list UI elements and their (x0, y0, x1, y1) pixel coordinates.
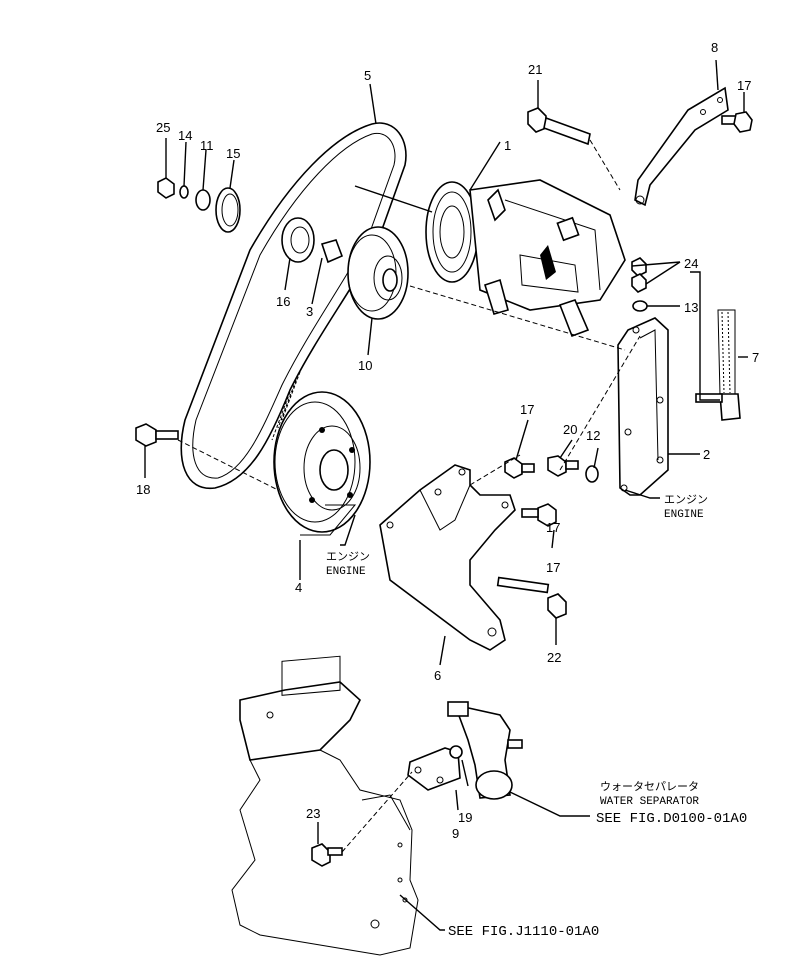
engine-note-left-jp: エンジン (326, 551, 370, 564)
label-3: 3 (306, 304, 313, 319)
engine-note-right-jp: エンジン (664, 494, 708, 507)
label-16: 16 (276, 294, 290, 309)
label-7: 7 (752, 350, 759, 365)
bolt-21 (527, 107, 591, 146)
bolt-18 (135, 423, 179, 447)
label-17b: 17 (520, 402, 534, 417)
mounting-bracket-6 (379, 464, 516, 651)
label-25: 25 (156, 120, 170, 135)
bolt-23 (311, 843, 343, 867)
adjust-bolt-7 (695, 309, 741, 421)
crank-pulley (273, 391, 371, 536)
engine-note-left-en: ENGINE (326, 566, 366, 578)
label-12: 12 (586, 428, 600, 443)
water-separator (407, 701, 523, 800)
label-4: 4 (295, 580, 302, 595)
compressor (425, 179, 626, 338)
part-labels: 1 2 3 4 5 6 7 8 9 10 11 12 13 14 15 16 1… (136, 40, 759, 841)
label-10: 10 (358, 358, 372, 373)
label-2: 2 (703, 447, 710, 462)
label-5: 5 (364, 68, 371, 83)
see-fig-d0100: SEE FIG.D0100-01A0 (596, 811, 747, 827)
label-22: 22 (547, 650, 561, 665)
nuts-24 (631, 257, 648, 312)
small-parts-left (157, 177, 344, 264)
label-11: 11 (200, 138, 214, 153)
label-19: 19 (458, 810, 472, 825)
label-17a: 17 (737, 78, 751, 93)
label-8: 8 (711, 40, 718, 55)
label-23: 23 (306, 806, 320, 821)
label-21: 21 (528, 62, 542, 77)
engine-note-right-en: ENGINE (664, 509, 704, 521)
adjust-bracket-8 (634, 86, 729, 207)
label-1: 1 (504, 138, 511, 153)
bolts-middle (504, 455, 599, 527)
label-17d: 17 (546, 560, 560, 575)
engine-frame (231, 655, 419, 956)
label-14: 14 (178, 128, 192, 143)
water-separator-en: WATER SEPARATOR (600, 796, 699, 808)
label-15: 15 (226, 146, 240, 161)
label-24: 24 (684, 256, 698, 271)
label-18: 18 (136, 482, 150, 497)
label-17c: 17 (546, 520, 560, 535)
label-13: 13 (684, 300, 698, 315)
bolt-17-top (721, 111, 753, 133)
label-6: 6 (434, 668, 441, 683)
label-20: 20 (563, 422, 577, 437)
label-9: 9 (452, 826, 459, 841)
notes: エンジン ENGINE エンジン ENGINE ウォータセパレータ WATER … (326, 494, 747, 940)
compressor-bracket-2 (617, 317, 669, 496)
see-fig-j1110: SEE FIG.J1110-01A0 (448, 924, 599, 940)
bolt-22 (496, 576, 567, 619)
leader-lines (144, 59, 748, 931)
idler-pulley (347, 226, 409, 320)
water-separator-jp: ウォータセパレータ (600, 780, 699, 794)
